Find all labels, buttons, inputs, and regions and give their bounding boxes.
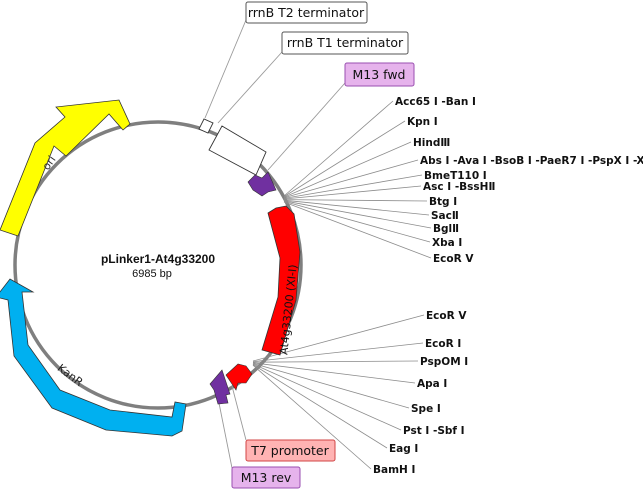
upper-site-leader-line — [283, 185, 422, 200]
upper-site-leader-line — [283, 200, 432, 229]
callout-rrnb-t2-text: rrnB T2 terminator — [248, 5, 365, 20]
callout-m13-fwd-text: M13 fwd — [352, 67, 405, 82]
upper-site-leader-line — [283, 100, 394, 197]
upper-site-leader-line — [283, 174, 423, 199]
m13-fwd-feature-arrow — [247, 171, 277, 197]
lower-site-label: Apa I — [417, 378, 447, 390]
rrnb-t1-feature — [208, 125, 267, 176]
lower-site-leader-line — [252, 363, 410, 409]
plasmid-backbone — [13, 120, 303, 410]
callout-t7-promoter: T7 promoter — [245, 439, 336, 462]
lower-site-leader-line — [252, 362, 416, 384]
upper-site-label: Acc65 I -Ban I — [395, 96, 476, 108]
callout-rrnb-t1-text: rrnB T1 terminator — [287, 35, 404, 50]
lower-site-leader-line — [252, 364, 388, 449]
callout-t7-promoter-text: T7 promoter — [250, 443, 329, 458]
callout-m13-rev: M13 rev — [231, 466, 301, 489]
upper-site-label: BmeT110 I — [424, 170, 487, 182]
upper-site-leader-line — [283, 201, 431, 243]
upper-site-leaders — [283, 100, 432, 259]
t7-promoter-feature-arrow — [225, 363, 253, 391]
m13-rev-feature-arrow — [209, 369, 231, 405]
lower-site-label: BamH I — [373, 464, 415, 476]
upper-site-label: Kpn I — [407, 116, 438, 128]
callout-m13-fwd: M13 fwd — [344, 62, 415, 87]
lower-site-label: EcoR V — [426, 310, 467, 322]
plasmid-name: pLinker1-At4g33200 — [101, 252, 215, 266]
lower-site-label: PspOM I — [420, 356, 468, 368]
upper-site-leader-line — [283, 159, 419, 199]
lower-site-leader-line — [252, 360, 419, 363]
ori-feature-arrow — [0, 99, 131, 237]
lower-site-label: EcoR I — [425, 338, 461, 350]
lower-site-label: Pst I -Sbf I — [403, 425, 465, 437]
lower-site-label: Spe I — [411, 403, 441, 415]
upper-site-label: BglⅡ — [433, 223, 459, 235]
upper-site-label: EcoR V — [433, 253, 474, 265]
lower-site-leaders — [252, 314, 425, 470]
upper-site-leader-line — [283, 141, 412, 198]
upper-site-label: Asc I -BssHⅡ — [423, 181, 495, 193]
upper-site-leader-line — [283, 201, 432, 259]
lower-site-leader-line — [252, 314, 425, 362]
callout-rrnb-t2: rrnB T2 terminator — [245, 1, 368, 24]
callout-leaders — [204, 19, 346, 469]
lower-site-label: Eag I — [389, 443, 418, 455]
upper-site-label: Btg I — [429, 196, 457, 208]
insert-feature-arrow — [261, 205, 301, 356]
lower-site-leader-line — [252, 342, 424, 362]
upper-site-leader-line — [283, 120, 406, 197]
upper-site-leader-line — [283, 199, 430, 216]
kanr-feature-arrow — [0, 278, 187, 437]
lower-restriction-sites: EcoR V EcoR I PspOM I Apa I Spe I Pst I -Sbf … — [373, 310, 468, 476]
rrnb-t2-feature — [198, 118, 214, 134]
upper-site-label: SacⅡ — [431, 210, 459, 222]
plasmid-size: 6985 bp — [132, 268, 172, 280]
upper-site-label: Xba I — [432, 237, 462, 249]
lower-site-leader-line — [252, 364, 372, 470]
upper-site-label: HindⅢ — [413, 137, 450, 149]
upper-restriction-sites: Acc65 I -Ban I Kpn I HindⅢ Abs I -Ava I -Bs… — [395, 96, 643, 265]
upper-site-leader-line — [283, 199, 428, 202]
callout-m13-rev-text: M13 rev — [241, 470, 292, 485]
upper-site-label: Abs I -Ava I -BsoB I -PaeR7 I -PspX I -X… — [420, 155, 643, 167]
callout-rrnb-t1: rrnB T1 terminator — [281, 31, 409, 55]
lower-site-leader-line — [252, 363, 402, 431]
